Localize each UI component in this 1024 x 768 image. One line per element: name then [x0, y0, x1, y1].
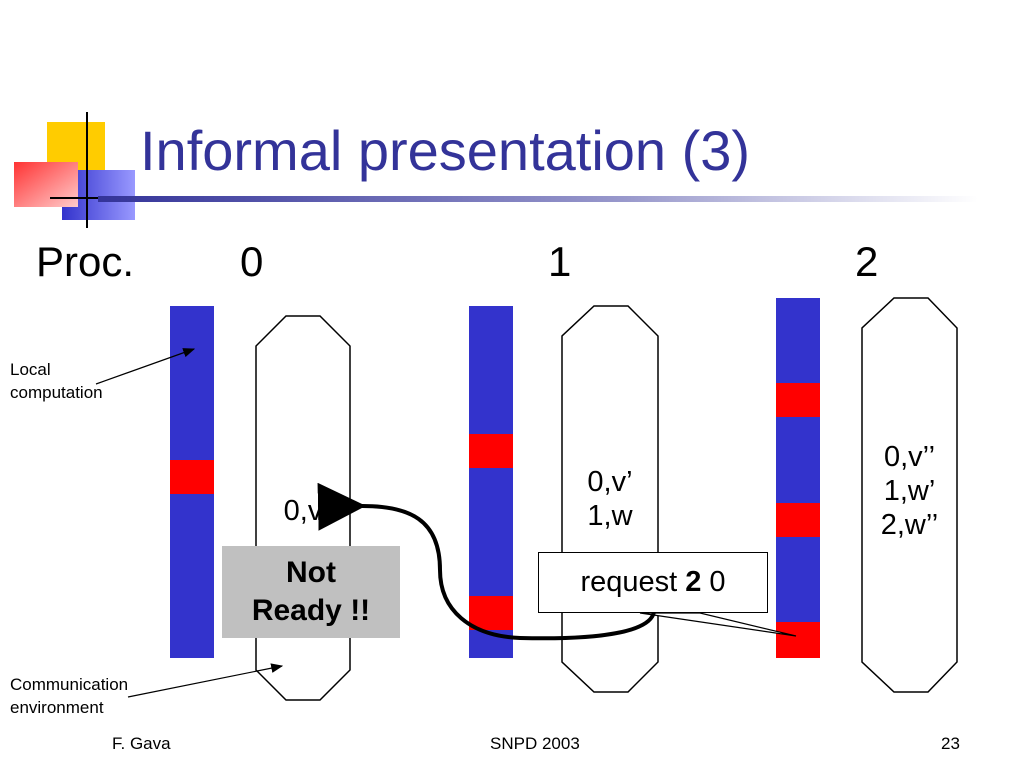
slide-title: Informal presentation (3): [140, 119, 751, 182]
request-text: request: [580, 566, 686, 598]
processor-0-bar: [170, 306, 214, 658]
request-box: request 2 0: [538, 552, 768, 613]
env-1-value-1: 1,w: [587, 500, 633, 532]
environment-0-values: 0,v: [256, 494, 350, 528]
proc-label: Proc.: [36, 238, 135, 285]
env-2-value-0: 0,v’’: [883, 441, 936, 473]
title-underline: [98, 196, 978, 202]
request-tail: 0: [701, 566, 726, 598]
environment-2-values: 0,v’’ 1,w’ 2,w’’: [862, 440, 957, 542]
processor-2-label: 2: [855, 238, 879, 285]
processor-1-bar: [469, 306, 513, 658]
env-2-value-1: 1,w’: [883, 475, 936, 507]
local-computation-arrow: [95, 348, 196, 385]
environment-1-values: 0,v’ 1,w: [562, 465, 658, 533]
not-ready-box: Not Ready !!: [222, 546, 400, 638]
processor-0-label: 0: [240, 238, 264, 285]
communication-environment-label: Communication environment: [10, 673, 128, 719]
communication-line-1: Communication: [10, 675, 129, 694]
not-ready-line-1: Not: [286, 556, 336, 589]
local-computation-label: Local computation: [10, 358, 103, 404]
footer-page-number: 23: [941, 734, 960, 753]
footer-conference: SNPD 2003: [490, 734, 580, 753]
env-1-value-0: 0,v’: [587, 466, 633, 498]
local-computation-line-2: computation: [10, 383, 103, 402]
communication-line-2: environment: [10, 698, 104, 717]
processor-2-bar: [776, 298, 820, 658]
message-curve-arrow: [317, 482, 656, 641]
request-target: 2: [685, 566, 702, 598]
footer-author: F. Gava: [112, 734, 171, 753]
env-0-value: 0,v: [283, 495, 323, 527]
local-computation-line-1: Local: [10, 360, 51, 379]
communication-arrow: [127, 663, 284, 698]
logo-squares-icon: [14, 112, 140, 228]
env-2-value-2: 2,w’’: [880, 509, 939, 541]
processor-1-label: 1: [548, 238, 572, 285]
environment-2-shape: [861, 297, 958, 693]
not-ready-line-2: Ready !!: [251, 594, 371, 627]
request-pointer: [639, 612, 797, 637]
